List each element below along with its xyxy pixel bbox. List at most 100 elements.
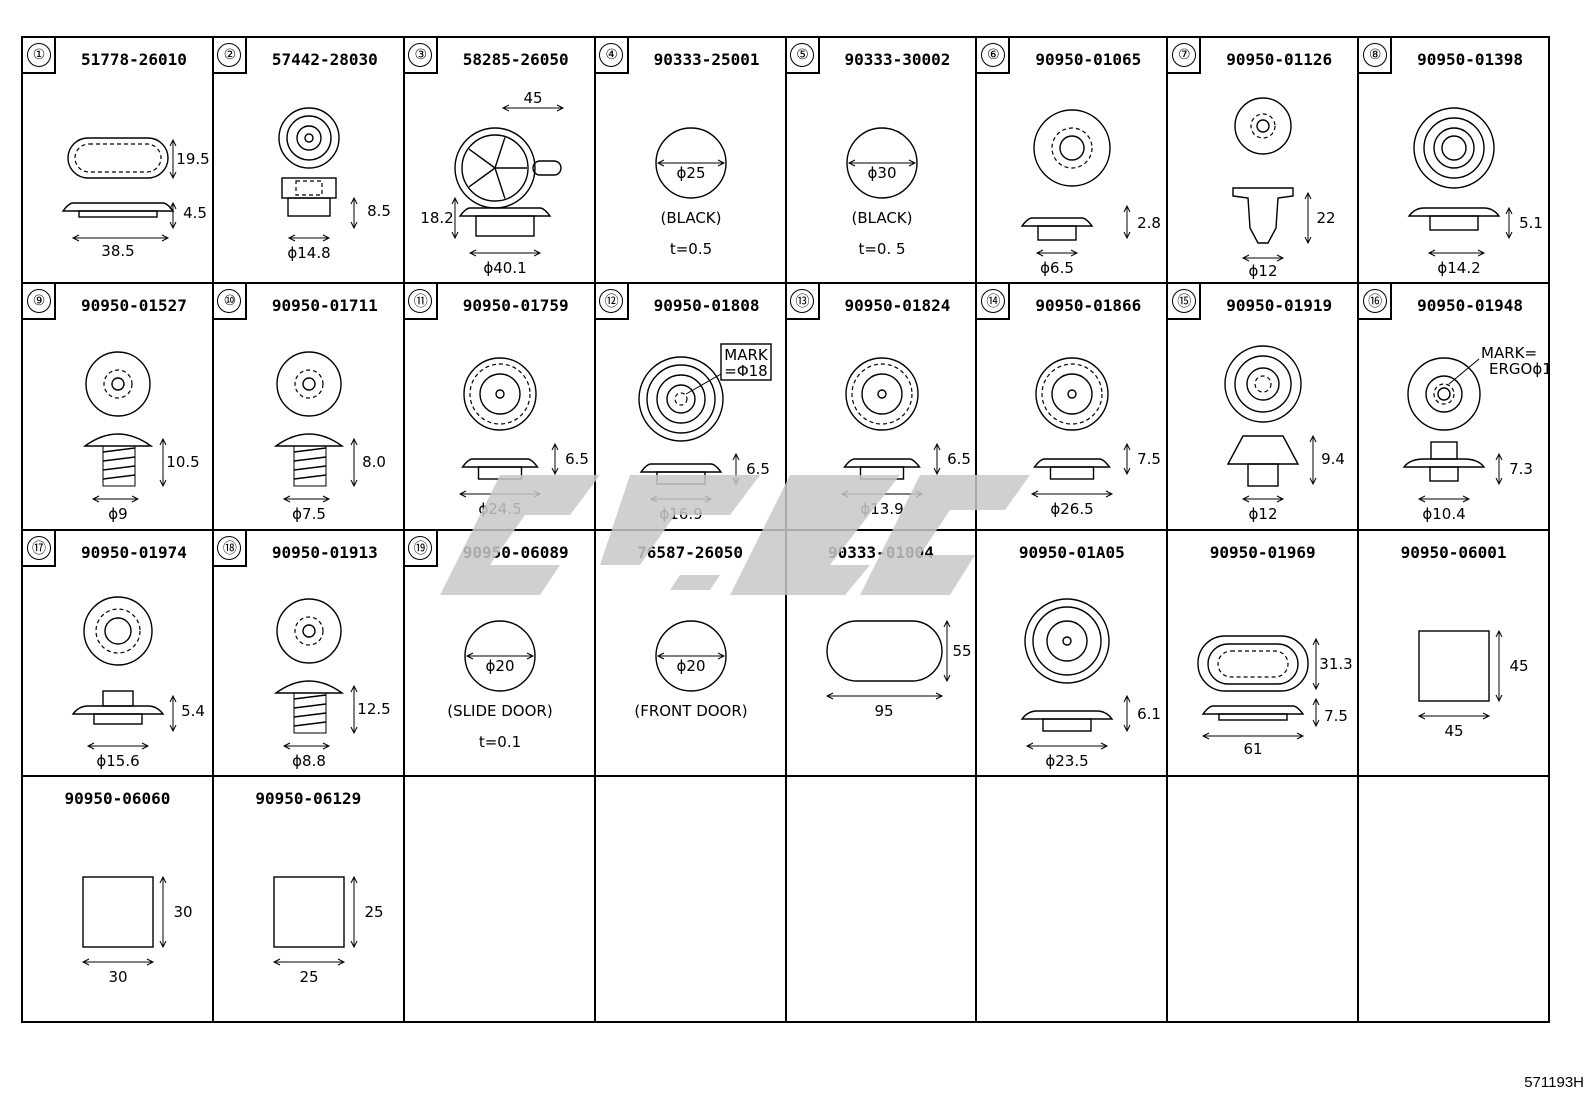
dimension-label: 12.5	[357, 700, 390, 718]
dimension-label: ϕ20	[676, 657, 705, 675]
item-number-box: ⑥	[977, 38, 1011, 74]
item-number: ⑦	[1171, 43, 1196, 67]
dimension-label: 6.5	[947, 450, 971, 468]
dimension-label: ϕ40.1	[483, 259, 526, 277]
item-number-box: ⑧	[1359, 38, 1393, 74]
part-number: 90950-01711	[271, 296, 378, 316]
oval-plug-drawing: 19.54.538.5	[61, 137, 210, 260]
dimension-label: 5.1	[1519, 214, 1543, 232]
dimension-label: ϕ16.9	[659, 505, 702, 523]
part-number: 90950-01398	[1417, 50, 1524, 69]
part-number: 58285-26050	[462, 50, 569, 69]
item-number: ⑥	[980, 43, 1005, 67]
disc-drawing: ϕ20 (SLIDE DOOR) t=0.1	[447, 619, 552, 751]
part-number: 90950-01A05	[1018, 542, 1125, 562]
item-number: ⑯	[1362, 289, 1387, 314]
item-number: ①	[26, 43, 51, 67]
part-number: 90950-01065	[1035, 50, 1142, 69]
part-number: 90950-01913	[271, 542, 378, 562]
dimension-label: ϕ25	[676, 164, 705, 182]
item-number: ⑫	[599, 289, 624, 314]
note-label: MARK	[724, 346, 769, 364]
diagram-code: 571193H	[1524, 1074, 1584, 1091]
mushroom-drawing: 12.5 ϕ8.8	[273, 597, 391, 770]
note-label: t=0.1	[479, 733, 521, 751]
part-number: 51778-26010	[80, 50, 187, 69]
dimension-label: 45	[1445, 722, 1464, 740]
dimension-label: ϕ8.8	[292, 752, 326, 770]
note-label: (BLACK)	[851, 209, 912, 227]
dimension-label: 9.4	[1321, 450, 1345, 468]
dimension-label: 7.5	[1324, 707, 1348, 725]
disc-drawing: ϕ30 (BLACK) t=0. 5	[845, 127, 918, 258]
dimension-label: ϕ7.5	[292, 505, 326, 523]
dimension-label: 6.5	[565, 450, 589, 468]
dimension-label: 31.3	[1320, 655, 1353, 673]
part-cell: ⑱ 90950-01913 12.5 ϕ8.8	[213, 530, 405, 777]
item-number-box: ⑬	[786, 284, 820, 321]
empty-cell	[1359, 776, 1550, 1023]
part-number: 57442-28030	[271, 50, 378, 69]
mushroom-drawing: 8.0 ϕ7.5	[273, 351, 386, 523]
note-label: ERGOϕ10	[1489, 360, 1550, 378]
part-cell: ⑩ 90950-01711 8.0 ϕ7.5	[213, 284, 405, 531]
note-label: t=0. 5	[858, 240, 905, 258]
item-number-box: ⑰	[23, 530, 56, 567]
dimension-label: 55	[952, 642, 971, 660]
dimension-label: 2.8	[1137, 214, 1161, 232]
dimension-label: ϕ30	[867, 164, 896, 182]
dimension-label: 10.5	[166, 453, 199, 471]
item-number: ⑧	[1362, 43, 1387, 67]
item-number: ⑪	[408, 289, 433, 314]
note-label: =Φ18	[724, 362, 767, 380]
empty-cell	[1168, 776, 1360, 1023]
item-number-box: ⑪	[404, 284, 438, 321]
dimension-label: ϕ14.2	[1437, 259, 1480, 277]
item-number-box: ⑱	[213, 530, 247, 567]
item-number-box: ③	[404, 38, 438, 74]
dimension-label: ϕ23.5	[1046, 752, 1089, 770]
dimension-label: 7.3	[1509, 460, 1533, 478]
dimension-label: 8.0	[362, 453, 386, 471]
part-cell: ⑧ 90950-01398 5.1 ϕ14.2	[1359, 38, 1550, 285]
item-number: ②	[217, 43, 242, 67]
part-number: 90950-06129	[255, 788, 362, 808]
item-number-box: ⑫	[595, 284, 629, 321]
item-number: ⑰	[26, 535, 51, 560]
dimension-label: 18.2	[420, 209, 453, 227]
note-label: (FRONT DOOR)	[634, 702, 747, 720]
part-number: 90950-01969	[1209, 542, 1316, 562]
item-number-box: ⑩	[213, 284, 247, 321]
dimension-label: ϕ12	[1249, 262, 1278, 280]
part-number: 90950-06001	[1400, 542, 1507, 562]
item-number: ⑬	[790, 289, 814, 314]
part-number: 90950-01974	[80, 542, 187, 562]
dimension-label: ϕ13.9	[860, 500, 903, 518]
item-number: ⑲	[408, 535, 433, 560]
dimension-label: 25	[364, 903, 383, 921]
dimension-label: 6.1	[1137, 705, 1161, 723]
item-number: ⑮	[1171, 289, 1196, 314]
note-label: (SLIDE DOOR)	[447, 702, 552, 720]
item-number: ⑭	[980, 289, 1005, 314]
item-number-box: ⑯	[1359, 284, 1393, 321]
dimension-label: ϕ20	[485, 657, 514, 675]
dimension-label: 30	[108, 968, 127, 986]
